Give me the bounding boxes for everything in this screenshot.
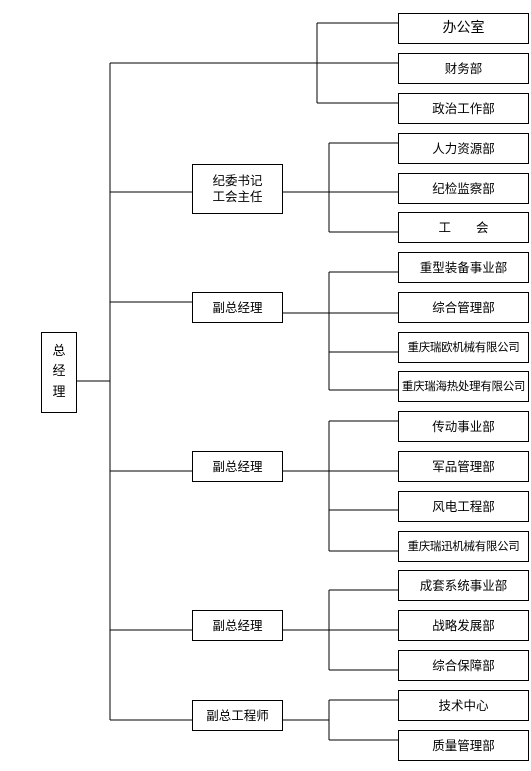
department-label: 综合管理部 [432,299,495,315]
department-label: 战略发展部 [432,617,495,633]
department-label: 重庆瑞海热处理有限公司 [401,379,526,394]
manager-label: 副总经理 [212,617,263,633]
manager-label: 副总经理 [212,299,263,315]
deputy-gm-node-3[interactable]: 副总经理 [192,610,283,641]
department-label: 人力资源部 [432,140,495,156]
department-wind-power[interactable]: 风电工程部 [398,491,529,522]
department-label: 传动事业部 [432,418,495,434]
deputy-gm-node-2[interactable]: 副总经理 [192,451,283,482]
general-manager-label-2: 经 [52,364,66,380]
department-label: 军品管理部 [432,458,495,474]
department-quality-management[interactable]: 质量管理部 [398,730,529,761]
department-label: 纪检监察部 [432,180,495,196]
department-strategic-development[interactable]: 战略发展部 [398,610,529,641]
department-label: 重庆瑞欧机械有限公司 [407,340,520,355]
department-military-products[interactable]: 军品管理部 [398,451,529,482]
deputy-chief-engineer-node[interactable]: 副总工程师 [192,700,283,731]
manager-label: 副总工程师 [206,707,269,723]
general-manager-label-3: 理 [52,384,66,400]
department-label: 办公室 [442,19,485,36]
department-label: 政治工作部 [432,100,495,116]
department-label: 工 会 [438,219,489,235]
deputy-gm-node-1[interactable]: 副总经理 [192,292,283,323]
department-office[interactable]: 办公室 [398,13,529,44]
department-label: 重型装备事业部 [419,259,508,275]
manager-label: 副总经理 [212,458,263,474]
department-discipline-inspection[interactable]: 纪检监察部 [398,173,529,204]
department-label: 综合保障部 [432,657,495,673]
department-label: 财务部 [444,60,483,76]
department-general-management-1[interactable]: 综合管理部 [398,292,529,323]
company-ruihai-heat-treatment[interactable]: 重庆瑞海热处理有限公司 [398,371,529,402]
department-complete-systems[interactable]: 成套系统事业部 [398,570,529,601]
department-general-support[interactable]: 综合保障部 [398,650,529,681]
department-finance[interactable]: 财务部 [398,53,529,84]
department-label: 成套系统事业部 [419,577,508,593]
department-label: 技术中心 [438,697,489,713]
department-trade-union[interactable]: 工 会 [398,212,529,243]
general-manager-node[interactable]: 总 经 理 [41,332,77,413]
manager-label-line1: 纪委书记 [212,173,263,189]
manager-label-line2: 工会主任 [212,189,263,204]
department-transmission[interactable]: 传动事业部 [398,411,529,442]
company-ruiou-machinery[interactable]: 重庆瑞欧机械有限公司 [398,332,529,363]
discipline-secretary-node[interactable]: 纪委书记 工会主任 [192,164,283,214]
general-manager-label-1: 总 [52,344,66,360]
department-human-resources[interactable]: 人力资源部 [398,133,529,164]
department-technology-center[interactable]: 技术中心 [398,690,529,721]
company-ruixun-machinery[interactable]: 重庆瑞迅机械有限公司 [398,531,529,562]
department-political-work[interactable]: 政治工作部 [398,93,529,124]
department-heavy-equipment[interactable]: 重型装备事业部 [398,252,529,283]
department-label: 重庆瑞迅机械有限公司 [407,539,520,554]
department-label: 风电工程部 [432,498,495,514]
department-label: 质量管理部 [432,737,495,753]
